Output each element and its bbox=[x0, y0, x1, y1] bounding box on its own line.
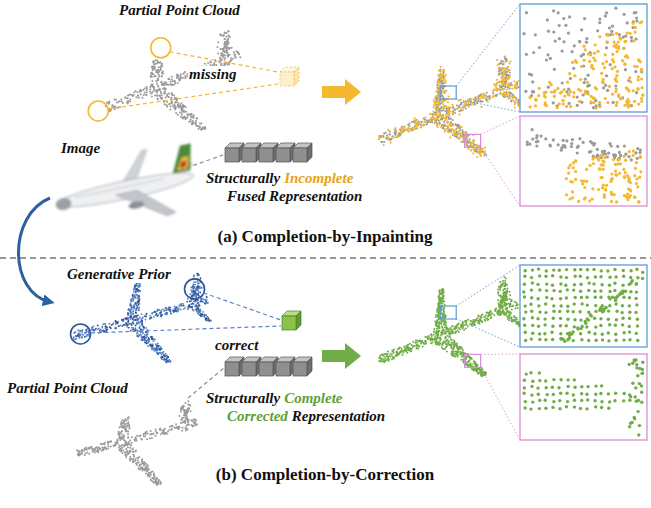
figure: Partial Point CloudmissingImageStructura… bbox=[0, 0, 651, 508]
